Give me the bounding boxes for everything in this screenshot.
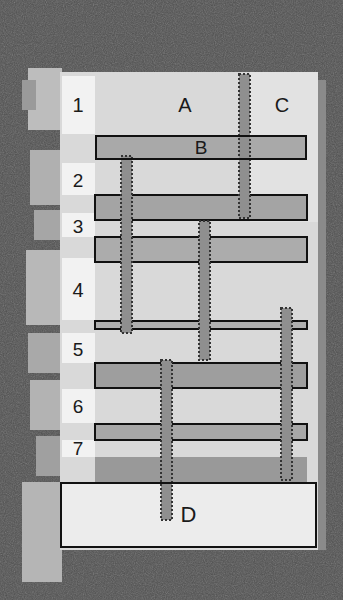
section-number: 2: [73, 171, 84, 190]
section-number: 1: [72, 95, 83, 115]
side-building: [22, 80, 36, 110]
area-letter: C: [275, 95, 289, 115]
cell: [62, 258, 95, 320]
section-number: 4: [72, 280, 83, 300]
band-box: B: [95, 135, 307, 160]
cell: [62, 389, 95, 423]
walkway: [239, 74, 250, 218]
area-box: D: [60, 482, 317, 548]
walkways: [121, 74, 292, 520]
side-building: [30, 380, 62, 430]
side-building: [22, 482, 62, 582]
section-number: 7: [73, 439, 84, 458]
cell: [62, 76, 95, 134]
side-building: [26, 250, 62, 325]
band: [95, 457, 307, 482]
side-building: [34, 210, 62, 240]
side-building: [28, 333, 62, 373]
bands: [60, 135, 317, 548]
walkway: [281, 308, 292, 480]
side-building: [318, 80, 326, 550]
cell: [62, 213, 95, 237]
number-cells: [62, 76, 95, 457]
area-letter: D: [181, 504, 197, 526]
band: [95, 363, 307, 388]
cell: [62, 333, 95, 363]
section-number: 5: [73, 340, 84, 359]
section-number: 6: [73, 397, 84, 416]
section-number: 3: [73, 217, 84, 236]
area-letter: A: [178, 95, 191, 115]
walkway: [199, 221, 210, 360]
main-building: [60, 72, 318, 550]
cell: [62, 163, 95, 195]
side-building: [36, 436, 62, 476]
side-building: [30, 150, 62, 205]
walkway: [161, 360, 172, 520]
band-fill: [60, 482, 317, 548]
side-buildings: [22, 68, 326, 582]
band: [95, 424, 307, 440]
walkway: [121, 156, 132, 333]
area-letter: B: [195, 138, 208, 157]
